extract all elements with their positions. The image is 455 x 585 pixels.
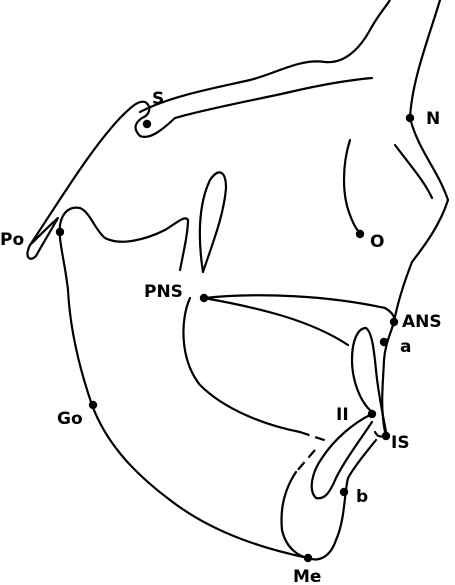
landmark-label-o: O (370, 232, 384, 252)
landmark-label-go: Go (57, 409, 83, 429)
pterygomaxillary-fissure (200, 172, 226, 272)
nasal-bone-inner-line (395, 145, 432, 198)
landmark-point-o (356, 230, 364, 238)
landmark-label-s: S (152, 89, 164, 109)
landmark-label-ii: II (336, 405, 349, 425)
palate-lower-outline (204, 298, 348, 345)
landmark-label-is: IS (391, 433, 410, 453)
nasal-profile-outline (394, 0, 448, 322)
posterior-pharyngeal-curve (183, 298, 300, 432)
orbit-outline (344, 140, 362, 234)
posterior-pharyngeal-dashed (300, 432, 330, 442)
landmark-label-po: Po (0, 230, 24, 250)
landmark-label-a: a (400, 337, 411, 357)
symphysis-lingual-outline (282, 472, 308, 558)
landmark-label-n: N (426, 109, 440, 129)
symphysis-dashed (296, 450, 315, 472)
landmark-point-me (304, 554, 312, 562)
landmark-point-b (340, 488, 348, 496)
landmark-label-pns: PNS (144, 282, 183, 302)
landmark-point-s (143, 120, 151, 128)
mandible-lower-border (60, 208, 308, 558)
palate-upper-outline (204, 295, 395, 322)
landmark-point-ans (390, 318, 398, 326)
landmark-point-go (89, 401, 97, 409)
landmark-point-n (406, 114, 414, 122)
landmark-point-ii (368, 410, 376, 418)
landmark-point-pns (200, 294, 208, 302)
landmark-label-me: Me (293, 567, 321, 585)
landmark-point-po (56, 228, 64, 236)
landmark-point-a (380, 338, 388, 346)
cranial-base-upper-outline (140, 0, 390, 112)
landmark-label-b: b (356, 487, 368, 507)
landmark-label-ans: ANS (402, 312, 442, 332)
landmark-point-is (382, 432, 390, 440)
